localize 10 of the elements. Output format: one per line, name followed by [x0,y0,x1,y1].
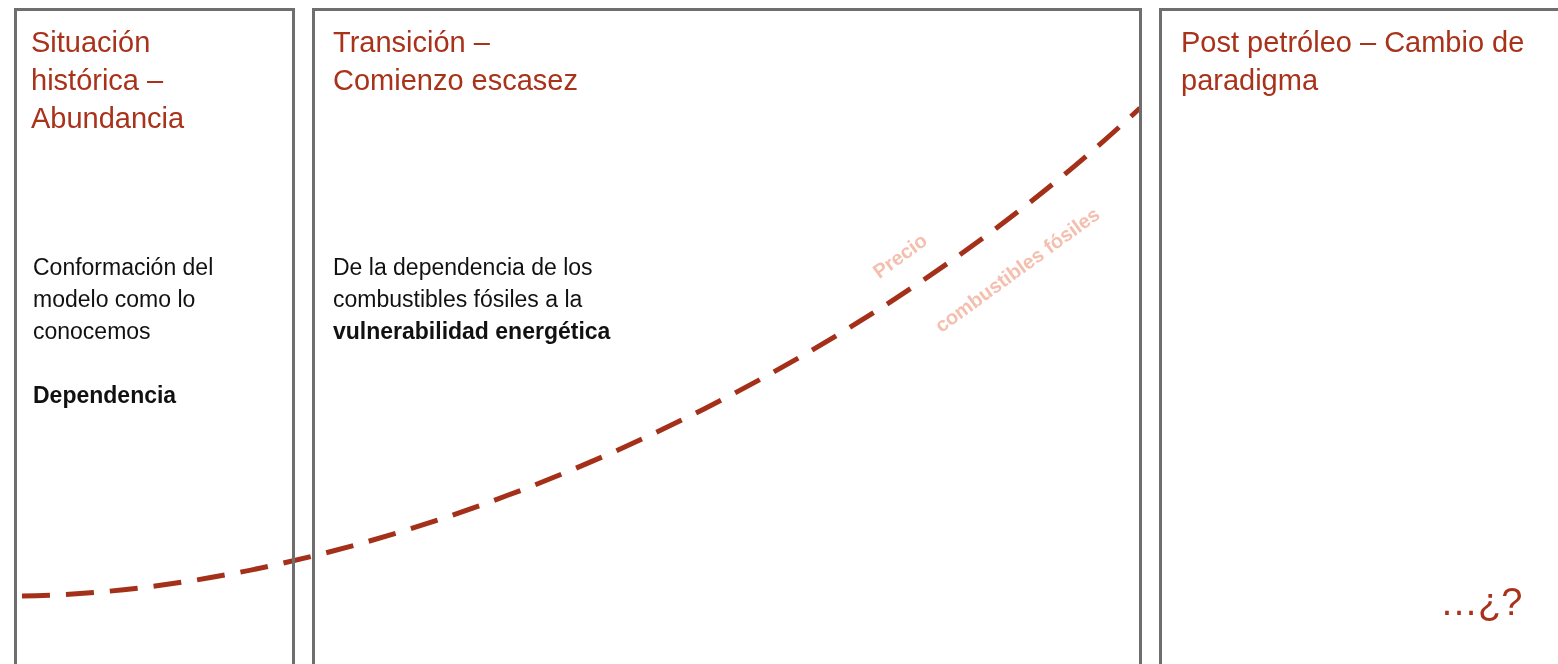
body-text: Dependencia [33,381,178,410]
stage-panel [14,8,295,664]
stage-panel [312,8,1142,664]
question-mark-text: …¿? [1440,581,1524,624]
body-text: Conformación del modelo como lo conocemos [33,253,215,346]
panel-heading: Situación histórica – Abundancia [31,25,186,136]
panel-heading: Post petróleo – Cambio de paradigma [1181,25,1526,98]
body-text: De la dependencia de los combustibles fósiles a la vulnerabilidad energética [333,253,612,346]
stage-panel [1159,8,1558,664]
panel-heading: Transición – Comienzo escasez [333,25,579,98]
